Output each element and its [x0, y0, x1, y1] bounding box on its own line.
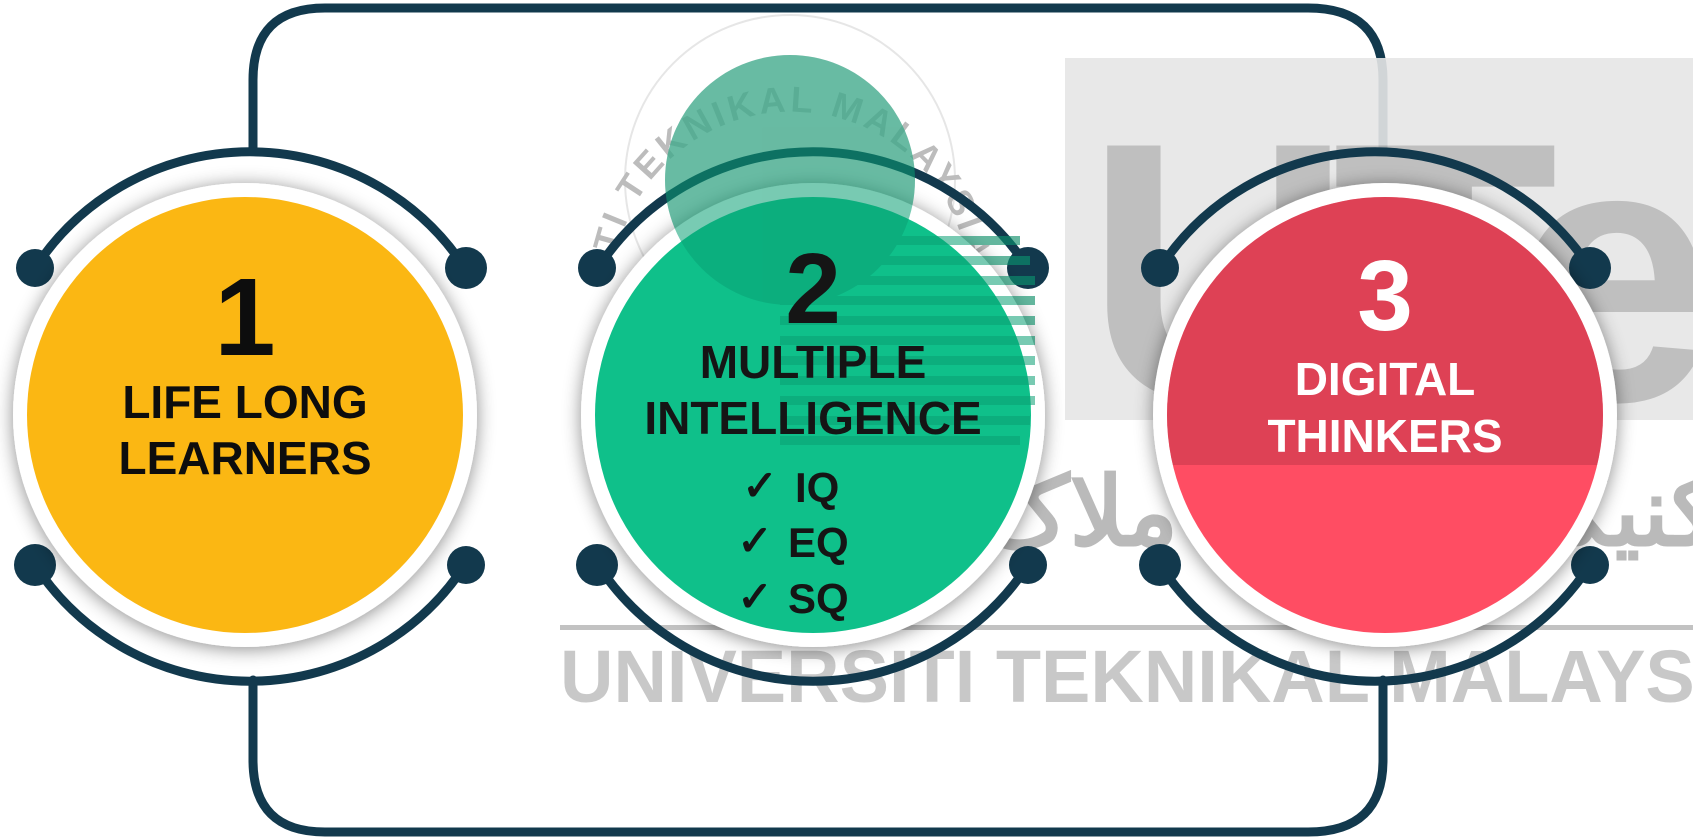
step-2-watermark-overlay	[665, 55, 1035, 445]
check-icon: ✓	[737, 573, 772, 620]
step-3-title-line1: DIGITAL	[1295, 353, 1476, 405]
step-2-number: 2	[785, 233, 841, 345]
banner-rule	[560, 625, 1693, 630]
banner-text: UNIVERSITI TEKNIKAL MALAYSIA MELAKA	[560, 635, 1693, 718]
step-3-title-line2: THINKERS	[1267, 410, 1502, 462]
step-1-disc	[27, 197, 463, 633]
step-2-item-list: ✓ IQ ✓ EQ ✓ SQ	[737, 462, 848, 622]
step-1-title-line1: LIFE LONG	[122, 376, 367, 428]
step-1-title-line2: LEARNERS	[118, 432, 371, 484]
check-icon: ✓	[737, 517, 772, 564]
step-2-item-iq: IQ	[795, 464, 839, 511]
step-1-number: 1	[214, 256, 275, 379]
step-3-number: 3	[1357, 240, 1413, 352]
step-2-title-line2: INTELLIGENCE	[644, 392, 981, 444]
frame-connector-line	[248, 3, 1388, 837]
step-2-item-sq: SQ	[788, 575, 849, 622]
check-icon: ✓	[742, 462, 777, 509]
step-2-disc	[595, 197, 1031, 633]
step-2-title-line1: MULTIPLE	[700, 336, 927, 388]
step-2-item-eq: EQ	[788, 519, 849, 566]
step-1-circle: 1 LIFE LONG LEARNERS	[27, 197, 463, 633]
step-2-circle: 2 MULTIPLE INTELLIGENCE ✓ IQ ✓ EQ ✓ SQ	[595, 55, 1035, 633]
